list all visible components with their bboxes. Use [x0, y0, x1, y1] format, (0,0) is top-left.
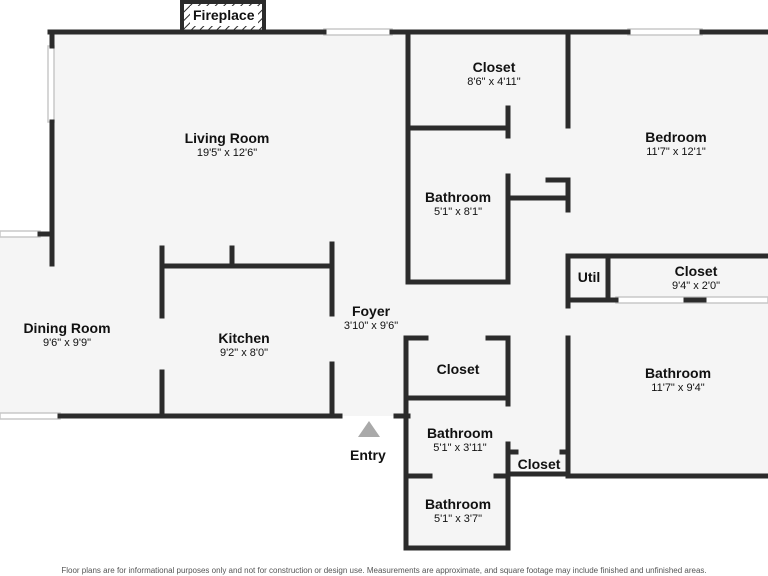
room-closet-tiny: Closet: [518, 456, 561, 472]
main-floor: [0, 32, 768, 548]
room-name: Living Room: [184, 130, 270, 146]
room-dimensions: 9'2" x 8'0": [219, 347, 269, 359]
room-name: Bedroom: [645, 129, 707, 145]
room-name: Closet: [674, 263, 718, 279]
room-name: Kitchen: [218, 330, 270, 346]
window-dining-bottom: [0, 412, 61, 420]
room-dimensions: 5'1" x 3'7": [433, 513, 483, 525]
room-dimensions: 9'4" x 2'0": [671, 280, 721, 292]
room-dimensions: 3'10" x 9'6": [343, 320, 399, 332]
room-dimensions: 8'6" x 4'11": [467, 76, 521, 88]
window-living-top: [323, 28, 393, 36]
floor-areas: [0, 32, 768, 548]
entry-label: Entry: [350, 447, 386, 463]
room-name: Closet: [436, 361, 480, 377]
walls: [37, 29, 768, 551]
room-dimensions: 9'6" x 9'9": [42, 337, 92, 349]
room-name: Closet: [472, 59, 516, 75]
room-bathroom-a: Bathroom 5'1" x 3'11": [427, 425, 493, 455]
room-dimensions: 19'5" x 12'6": [196, 147, 258, 159]
room-kitchen: Kitchen 9'2" x 8'0": [218, 330, 269, 360]
room-bathroom-mid: Bathroom 5'1" x 8'1": [425, 189, 491, 219]
room-dimensions: 5'1" x 3'11": [433, 442, 487, 454]
fireplace: [180, 0, 266, 34]
room-dining-room: Dining Room 9'6" x 9'9": [23, 320, 110, 350]
room-dimensions: 11'7" x 12'1": [646, 146, 706, 158]
room-name: Dining Room: [23, 320, 111, 336]
room-foyer: Foyer 3'10" x 9'6": [344, 303, 398, 333]
fireplace-label-bg: [190, 6, 258, 26]
fireplace-label: Fireplace: [193, 7, 255, 23]
room-name: Bathroom: [424, 189, 492, 205]
window-bedroom-top: [627, 28, 703, 36]
room-bathroom-b: Bathroom 5'1" x 3'7": [425, 496, 491, 526]
room-bathroom-big: Bathroom 11'7" x 9'4": [645, 365, 711, 395]
room-name: Bathroom: [424, 496, 492, 512]
window-dining-top: [0, 230, 41, 238]
room-name: Bathroom: [644, 365, 712, 381]
room-util: Util: [578, 269, 601, 285]
room-dimensions: 5'1" x 8'1": [433, 206, 483, 218]
room-name: Foyer: [351, 303, 391, 319]
entry-arrow-icon: [358, 421, 380, 437]
room-closet-small: Closet: [437, 361, 480, 377]
window-living-left: [47, 45, 55, 123]
room-closet-top: Closet 8'6" x 4'11": [467, 59, 520, 89]
room-name: Bathroom: [426, 425, 494, 441]
room-dimensions: 11'7" x 9'4": [651, 382, 705, 394]
disclaimer: Floor plans are for informational purpos…: [61, 566, 707, 575]
room-name: Closet: [517, 456, 561, 472]
room-living-room: Living Room 19'5" x 12'6": [185, 130, 270, 160]
room-bedroom: Bedroom 11'7" x 12'1": [645, 129, 706, 159]
room-closet-right: Closet 9'4" x 2'0": [672, 263, 720, 293]
room-name: Util: [577, 269, 601, 285]
